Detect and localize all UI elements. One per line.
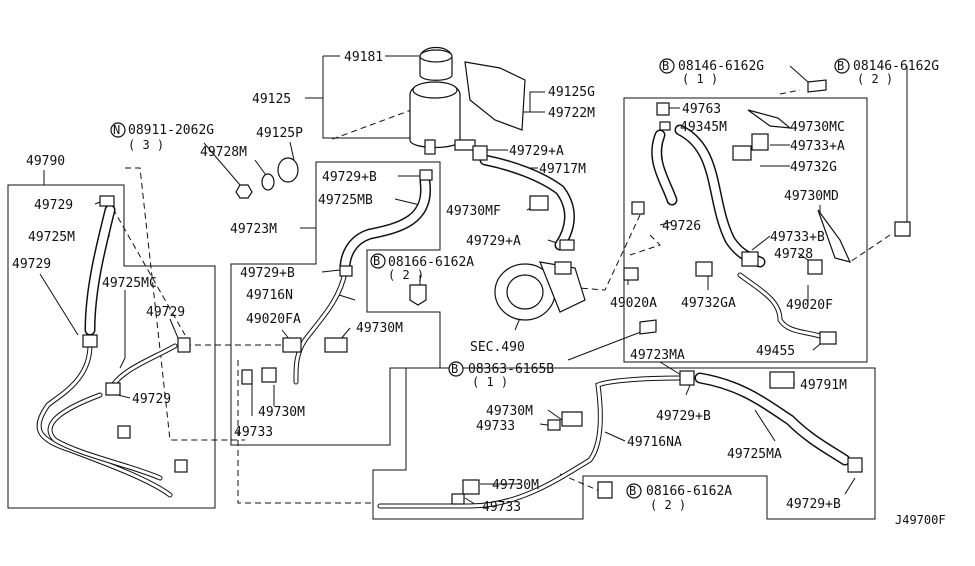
label-08146-2-qty: ( 2 ) [857,72,893,86]
part-labels: 49181 49125 49125G 49722M 08911-2062G ( … [12,50,946,527]
label-49716n: 49716N [246,288,293,303]
label-49733-3: 49733 [482,500,521,515]
label-49125p: 49125P [256,126,303,141]
label-49730md: 49730MD [784,189,839,204]
label-49729b-1: 49729+B [322,170,377,185]
label-49730m-4: 49730M [492,478,539,493]
label-49733a: 49733+A [790,139,845,154]
label-49345m: 49345M [680,120,727,135]
bolt-marker-4: B [451,362,458,376]
label-49729-d: 49729 [132,392,171,407]
reservoir-tank[interactable] [409,46,476,155]
label-49732g: 49732G [790,160,837,175]
label-08911-qty: ( 3 ) [128,138,164,152]
brackets[interactable] [409,79,911,499]
label-08363-qty: ( 1 ) [472,375,508,389]
label-49729b-3: 49729+B [656,409,711,424]
label-49728m: 49728M [200,145,247,160]
label-49723m: 49723M [230,222,277,237]
label-49730mf: 49730MF [446,204,501,219]
label-49020f: 49020F [786,298,833,313]
bolt-marker-1: B [662,59,669,73]
label-49725mc: 49725MC [102,276,157,291]
label-08166-a-qty: ( 2 ) [388,268,424,282]
bolt-marker-2: B [837,59,844,73]
label-49725ma: 49725MA [727,447,782,462]
label-08166-a: 08166-6162A [388,255,474,270]
label-08363: 08363-6165B [468,362,554,377]
label-49733-1: 49733 [234,425,273,440]
label-49763: 49763 [682,102,721,117]
power-steering-pump[interactable] [494,261,586,321]
label-49732ga: 49732GA [681,296,736,311]
label-49729-a: 49729 [34,198,73,213]
reservoir-bracket[interactable] [464,61,526,131]
diagram-code: J49700F [895,513,946,527]
nut-part[interactable] [235,184,253,199]
bolt-marker-5: B [629,484,636,498]
label-49733-2: 49733 [476,419,515,434]
label-49725mb: 49725MB [318,193,373,208]
left-frame [7,184,216,509]
label-49125g: 49125G [548,85,595,100]
label-49729-b: 49729 [12,257,51,272]
label-08166-b-qty: ( 2 ) [650,498,686,512]
label-sec490: SEC.490 [470,340,525,355]
label-49020fa: 49020FA [246,312,301,327]
label-49729a-1: 49729+A [509,144,564,159]
label-49730m-2: 49730M [258,405,305,420]
label-49125: 49125 [252,92,291,107]
label-49716na: 49716NA [627,435,682,450]
label-08146-1-qty: ( 1 ) [682,72,718,86]
bottom-frame [372,367,876,520]
label-49455: 49455 [756,344,795,359]
label-49729b-4: 49729+B [786,497,841,512]
label-49729b-2: 49729+B [240,266,295,281]
label-49730mc: 49730MC [790,120,845,135]
label-49790: 49790 [26,154,65,169]
label-49722m: 49722M [548,106,595,121]
label-49730m-1: 49730M [356,321,403,336]
label-49725m: 49725M [28,230,75,245]
label-49726: 49726 [662,219,701,234]
label-49730m-3: 49730M [486,404,533,419]
label-49723ma: 49723MA [630,348,685,363]
label-08146-2: 08146-6162G [853,59,939,74]
grommet-49125p[interactable] [261,157,299,191]
label-08166-b: 08166-6162A [646,484,732,499]
label-49729a-2: 49729+A [466,234,521,249]
label-49181: 49181 [344,50,383,65]
label-49733b: 49733+B [770,230,825,245]
label-49717m: 49717M [539,162,586,177]
label-08146-1: 08146-6162G [678,59,764,74]
label-49729-c: 49729 [146,305,185,320]
nut-marker: N [113,123,120,137]
label-08911: 08911-2062G [128,123,214,138]
label-49020a: 49020A [610,296,657,311]
leader-lines [39,55,908,507]
label-49791m: 49791M [800,378,847,393]
clamps[interactable] [82,102,863,505]
bolt-marker-3: B [373,254,380,268]
label-49728: 49728 [774,247,813,262]
circle-markers [110,58,850,499]
